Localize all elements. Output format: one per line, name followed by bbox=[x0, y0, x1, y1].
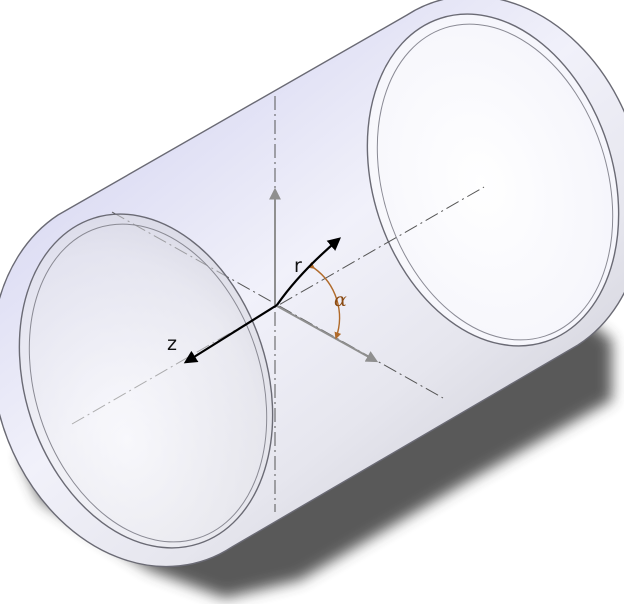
z-axis-vector bbox=[183, 304, 278, 364]
cylinder-right-rim-inner bbox=[376, 23, 614, 341]
alpha-angle-arc bbox=[307, 261, 342, 340]
cylinder-left-rim-inner bbox=[28, 223, 268, 543]
r-vector bbox=[276, 237, 342, 306]
z-label: z bbox=[167, 333, 177, 355]
cylinder-left-rim bbox=[18, 213, 274, 549]
r-label: r bbox=[294, 255, 302, 277]
diagonal-centerline bbox=[111, 211, 444, 399]
cylinder-right-rim bbox=[366, 13, 620, 347]
alpha-label: α bbox=[334, 289, 347, 311]
